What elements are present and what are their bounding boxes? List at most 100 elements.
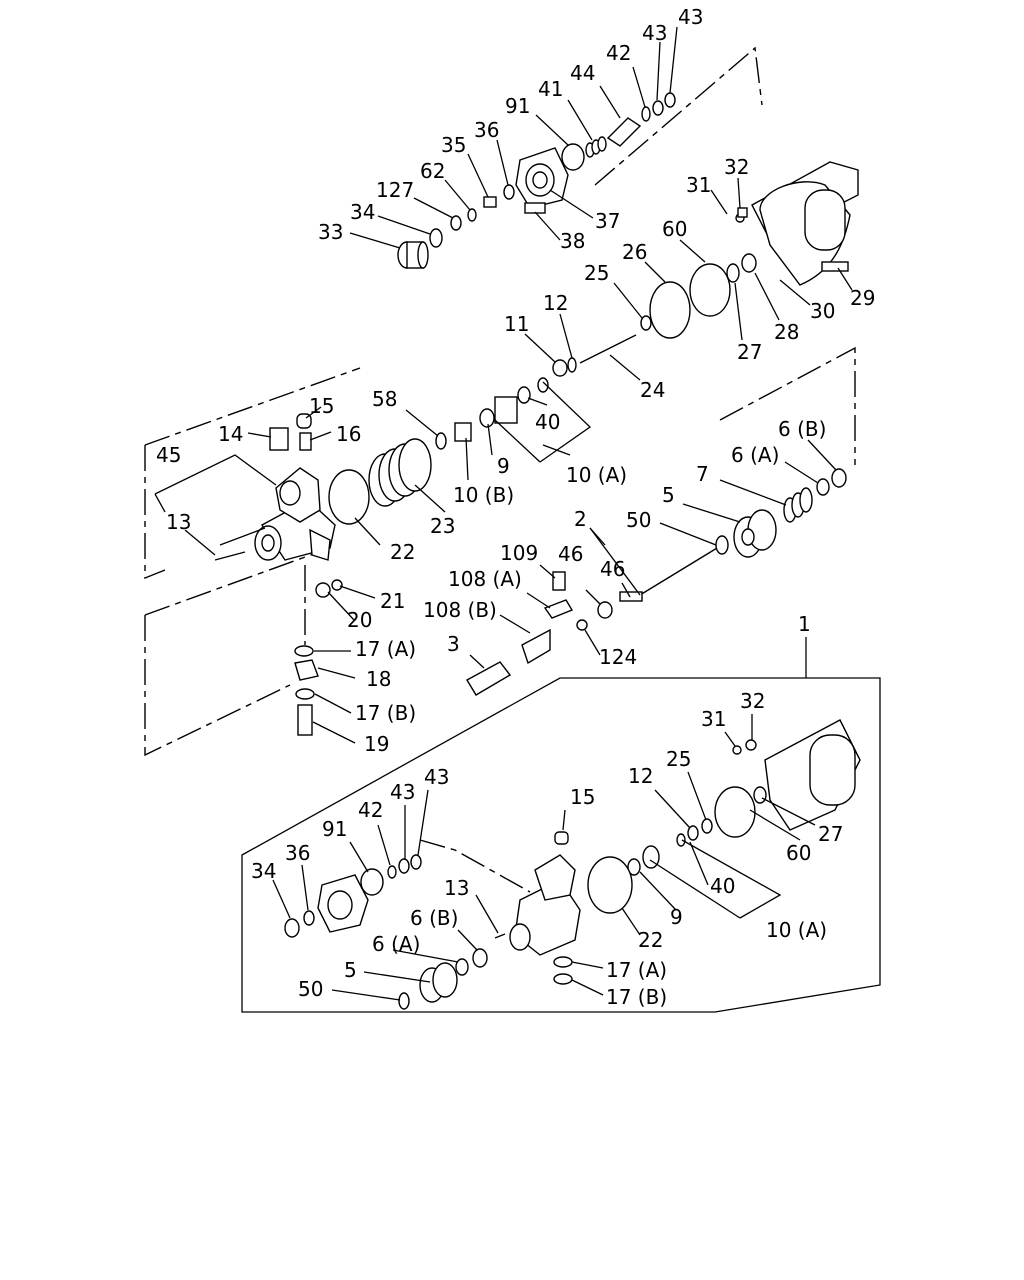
spring-41 [585, 136, 607, 158]
label-6A: 6 (A) [372, 932, 420, 956]
label-17B: 17 (B) [355, 701, 416, 725]
label-6B: 6 (B) [410, 906, 458, 930]
label-58: 58 [372, 387, 397, 411]
rod-head-parts [397, 92, 676, 269]
rod-24 [579, 334, 637, 364]
label-36: 36 [285, 841, 310, 865]
label-38: 38 [560, 229, 585, 253]
label-9: 9 [670, 905, 683, 929]
label-43: 43 [424, 765, 449, 789]
ring-127 [450, 215, 462, 231]
label-11: 11 [504, 312, 529, 336]
label-19: 19 [364, 732, 389, 756]
label-91: 91 [505, 94, 530, 118]
label-34: 34 [350, 200, 375, 224]
plug-33 [397, 241, 429, 269]
label-5: 5 [662, 483, 675, 507]
piston-5 [733, 509, 777, 558]
label-15: 15 [309, 394, 334, 418]
label-32: 32 [724, 155, 749, 179]
label-17B: 17 (B) [606, 985, 667, 1009]
washer-11 [552, 359, 568, 377]
label-31: 31 [686, 173, 711, 197]
bracket-108a [543, 599, 574, 619]
ring-62 [467, 208, 477, 222]
sleeve-10a [494, 396, 518, 424]
block-18 [294, 659, 319, 681]
label-13: 13 [166, 510, 191, 534]
housing-37 [515, 147, 569, 209]
label-21: 21 [380, 589, 405, 613]
clip-124 [576, 619, 588, 631]
label-108B: 108 (B) [423, 598, 497, 622]
label-13: 13 [444, 876, 469, 900]
fitting-16 [299, 432, 312, 451]
label-37: 37 [595, 209, 620, 233]
ring-43a [652, 100, 664, 116]
ring-9 [479, 408, 495, 428]
label-43: 43 [390, 780, 415, 804]
upper-assembly-frame [144, 46, 856, 757]
label-20: 20 [347, 608, 372, 632]
part-labels: 43 43 42 44 41 91 36 35 62 127 34 33 37 … [156, 5, 875, 1009]
label-34: 34 [251, 859, 276, 883]
label-28: 28 [774, 320, 799, 344]
label-10B: 10 (B) [453, 483, 514, 507]
diaphragm-26 [649, 281, 691, 339]
label-2: 2 [574, 507, 587, 531]
label-10A: 10 (A) [566, 463, 627, 487]
label-18: 18 [366, 667, 391, 691]
label-25: 25 [666, 747, 691, 771]
label-45: 45 [156, 443, 181, 467]
bolt-38 [524, 202, 546, 214]
label-12: 12 [543, 291, 568, 315]
leader-lines [154, 26, 853, 1001]
bolt-29 [821, 261, 849, 272]
washer-17a-top [294, 645, 314, 657]
label-3: 3 [447, 632, 460, 656]
bolt-109 [552, 571, 566, 591]
label-27: 27 [818, 822, 843, 846]
rod-end-2 [619, 591, 643, 602]
label-23: 23 [430, 514, 455, 538]
bolt-19 [297, 704, 313, 736]
label-9: 9 [497, 454, 510, 478]
label-109: 109 [500, 541, 538, 565]
washer-34 [429, 228, 443, 248]
spring-50 [715, 535, 729, 555]
snap-ring-27 [726, 263, 740, 283]
washer-28 [741, 253, 757, 273]
label-15: 15 [570, 785, 595, 809]
label-46: 46 [600, 557, 625, 581]
label-22: 22 [638, 928, 663, 952]
ring-6b [831, 468, 847, 488]
label-7: 7 [696, 462, 709, 486]
label-127: 127 [376, 178, 414, 202]
bellows-23 [368, 438, 432, 507]
label-108A: 108 (A) [448, 567, 522, 591]
label-46: 46 [558, 542, 583, 566]
label-27: 27 [737, 340, 762, 364]
label-40: 40 [710, 874, 735, 898]
o-ring-40 [517, 386, 531, 404]
label-124: 124 [599, 645, 637, 669]
label-6B: 6 (B) [778, 417, 826, 441]
label-50: 50 [298, 977, 323, 1001]
label-25: 25 [584, 261, 609, 285]
pin-13 [214, 551, 246, 561]
ring-60 [689, 263, 731, 317]
label-44: 44 [570, 61, 595, 85]
label-91: 91 [322, 817, 347, 841]
bracket-108b [521, 628, 551, 665]
label-5: 5 [344, 958, 357, 982]
label-43: 43 [642, 21, 667, 45]
ring-43b [664, 92, 676, 108]
o-ring-91 [561, 143, 585, 171]
bushing-35 [483, 196, 497, 208]
ring-58 [435, 432, 447, 450]
label-16: 16 [336, 422, 361, 446]
chamber-30 [735, 161, 859, 286]
label-17A: 17 (A) [606, 958, 667, 982]
label-42: 42 [358, 798, 383, 822]
